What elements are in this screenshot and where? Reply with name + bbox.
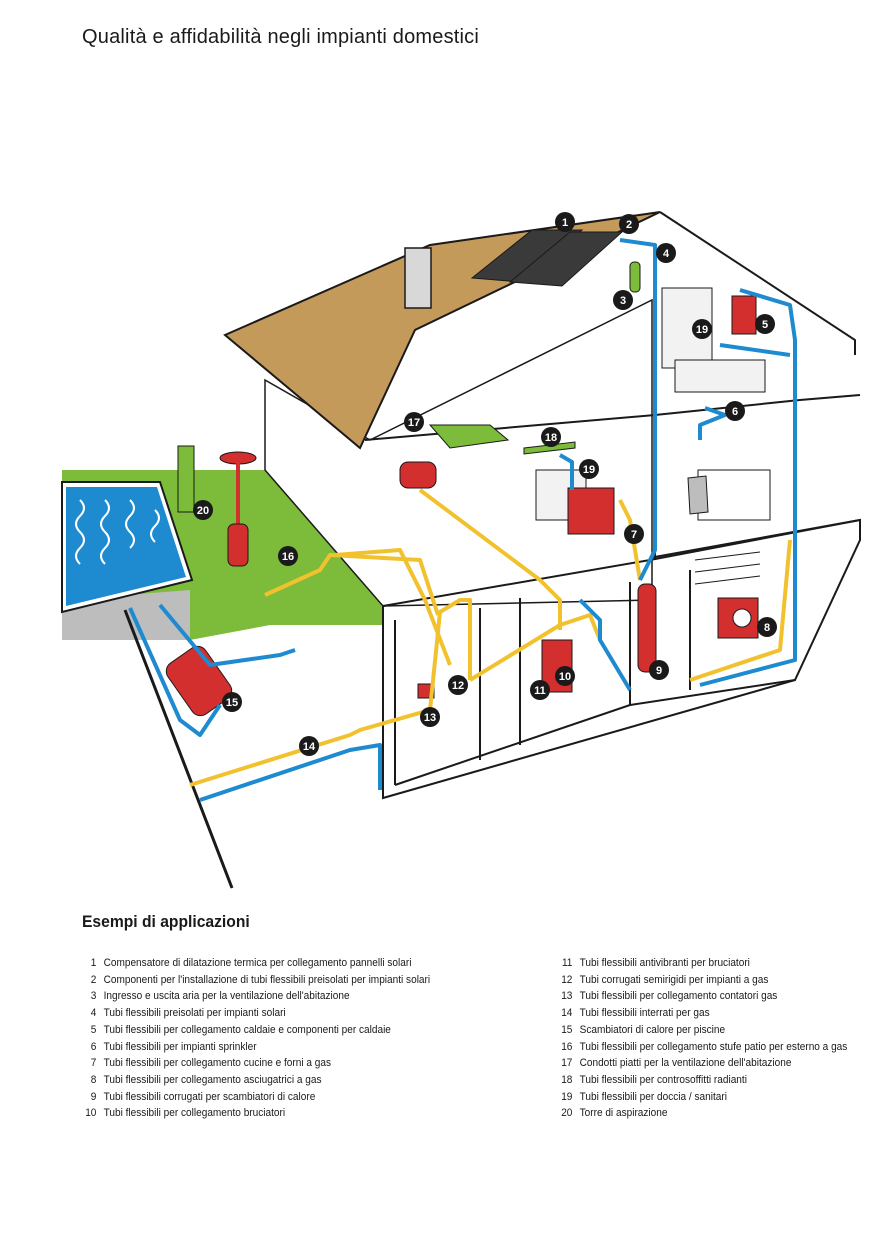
svg-text:14: 14 (303, 741, 316, 753)
svg-text:7: 7 (631, 529, 637, 541)
callout-15[interactable]: 15 (222, 692, 242, 712)
air-vent (629, 261, 641, 293)
patio-heater-base (227, 523, 249, 567)
svg-text:18: 18 (545, 432, 557, 444)
callout-4[interactable]: 4 (656, 243, 676, 263)
svg-text:12: 12 (452, 680, 464, 692)
flat-vent-duct (428, 424, 510, 449)
legend-title: Esempi di applicazioni (82, 912, 250, 931)
callout-17[interactable]: 17 (404, 412, 424, 432)
svg-text:19: 19 (583, 464, 595, 476)
callout-1[interactable]: 1 (555, 212, 575, 232)
pool-water (66, 487, 186, 606)
callout-6[interactable]: 6 (725, 401, 745, 421)
callout-18[interactable]: 18 (541, 427, 561, 447)
bathtub (674, 359, 766, 393)
ceiling-fan-unit (399, 461, 437, 489)
callout-13[interactable]: 13 (420, 707, 440, 727)
callout-20[interactable]: 20 (193, 500, 213, 520)
ground-line (123, 609, 234, 889)
svg-text:20: 20 (197, 505, 209, 517)
callout-11[interactable]: 11 (530, 680, 550, 700)
svg-text:9: 9 (656, 665, 662, 677)
roof-right-edge (659, 211, 856, 355)
desk (697, 469, 771, 521)
page-title: Qualità e affidabilità negli impianti do… (82, 26, 480, 48)
dryer-door (732, 608, 752, 628)
svg-text:13: 13 (424, 712, 436, 724)
svg-text:6: 6 (732, 406, 738, 418)
callout-10[interactable]: 10 (555, 666, 575, 686)
svg-text:1: 1 (562, 217, 568, 229)
callout-14[interactable]: 14 (299, 736, 319, 756)
svg-text:17: 17 (408, 417, 420, 429)
svg-text:15: 15 (226, 697, 238, 709)
callout-16[interactable]: 16 (278, 546, 298, 566)
callout-5[interactable]: 5 (755, 314, 775, 334)
callout-19-kitchen[interactable]: 19 (579, 459, 599, 479)
shelves (694, 551, 761, 585)
svg-text:2: 2 (626, 219, 632, 231)
svg-text:10: 10 (559, 671, 571, 683)
heat-exchanger-tank (637, 583, 657, 673)
callout-19-bathroom[interactable]: 19 (692, 319, 712, 339)
boiler-unit (731, 295, 757, 335)
house-diagram: 1 2 3 4 5 6 7 8 9 10 11 12 13 14 15 16 1… (61, 211, 861, 889)
oven (567, 487, 615, 535)
chimney (404, 247, 432, 309)
svg-text:3: 3 (620, 295, 626, 307)
svg-text:8: 8 (764, 622, 770, 634)
svg-text:19: 19 (696, 324, 708, 336)
room-dividers (394, 435, 796, 786)
gas-pipes (189, 488, 792, 787)
pool-waves (75, 499, 160, 565)
callout-9[interactable]: 9 (649, 660, 669, 680)
water-pipes (128, 238, 797, 802)
solar-panel-left (470, 229, 584, 283)
callout-2[interactable]: 2 (619, 214, 639, 234)
svg-text:11: 11 (534, 685, 546, 697)
callout-3[interactable]: 3 (613, 290, 633, 310)
callout-12[interactable]: 12 (448, 675, 468, 695)
svg-text:4: 4 (663, 248, 670, 260)
chair (687, 475, 709, 515)
solar-panel-right (508, 231, 624, 287)
svg-text:16: 16 (282, 551, 294, 563)
callouts: 1 2 3 4 5 6 7 8 9 10 11 12 13 14 15 16 1… (193, 212, 777, 756)
suction-tower (177, 445, 195, 513)
callout-7[interactable]: 7 (624, 524, 644, 544)
svg-text:5: 5 (762, 319, 768, 331)
callout-8[interactable]: 8 (757, 617, 777, 637)
